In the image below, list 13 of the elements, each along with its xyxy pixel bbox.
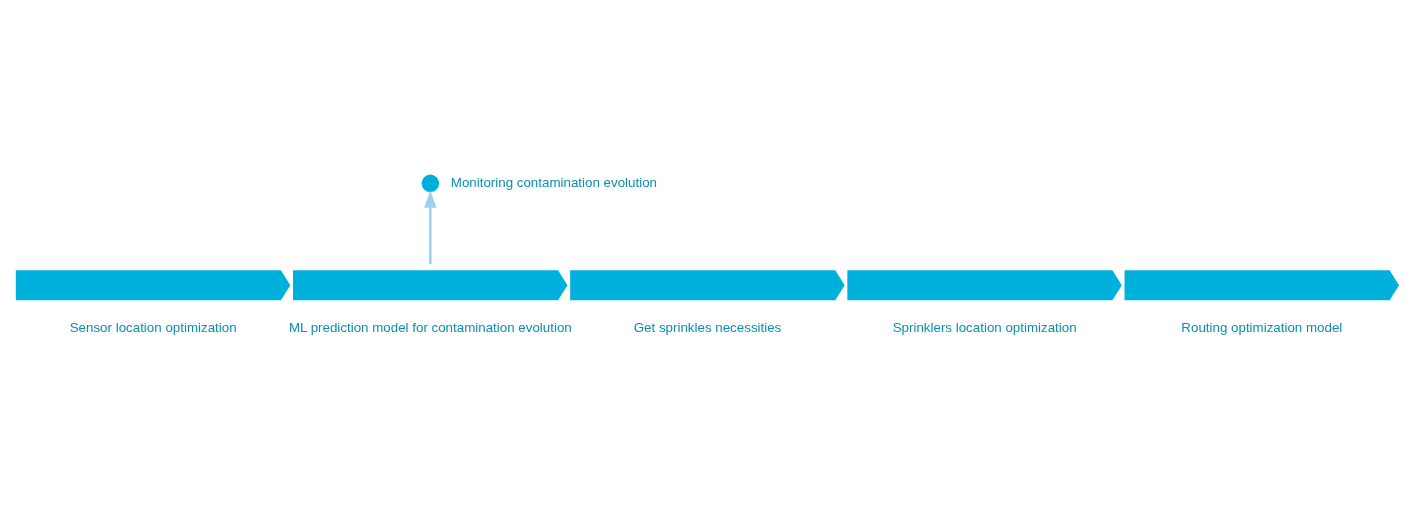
node-chevron bbox=[291, 268, 570, 302]
node-chevron bbox=[845, 268, 1124, 302]
node-label: Get sprinkles necessities bbox=[633, 319, 782, 335]
node-label: Routing optimization model bbox=[1181, 319, 1343, 335]
node-label: Sensor location optimization bbox=[69, 319, 237, 335]
arrow bbox=[424, 190, 437, 265]
node-chevron bbox=[14, 268, 293, 302]
node-label: ML prediction model for contamination evolution bbox=[288, 319, 572, 335]
node-circle bbox=[418, 171, 443, 196]
node-chevron bbox=[568, 268, 847, 302]
node-chevron bbox=[1122, 268, 1401, 302]
node-label: Sprinklers location optimization bbox=[892, 319, 1077, 335]
node-label: Monitoring contamination evolution bbox=[450, 174, 657, 190]
